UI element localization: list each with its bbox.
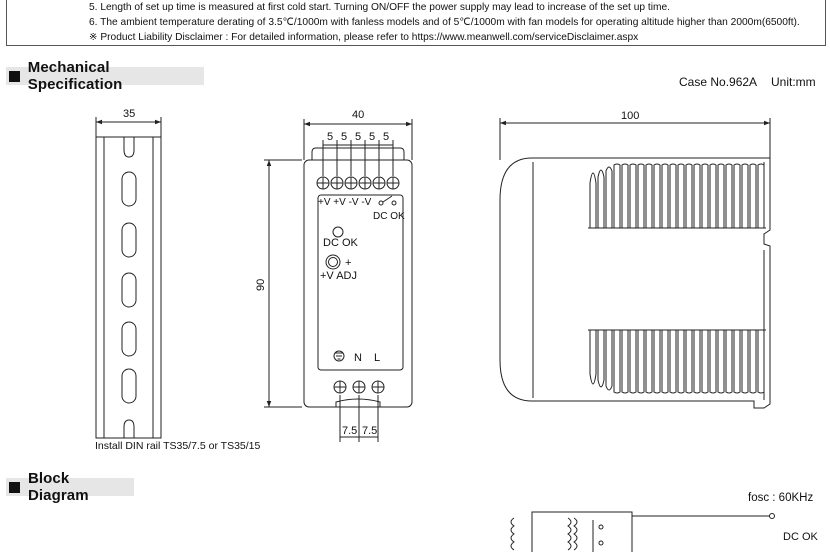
fosc-label: fosc : 60KHz [748, 492, 814, 504]
front-view-drawing [264, 119, 413, 442]
square-bullet-icon [9, 70, 20, 82]
note-5: 5. Length of set up time is measured at … [89, 2, 670, 13]
adj-sign: + [345, 257, 351, 269]
block-header: Block Diagram [6, 470, 134, 504]
notes-box: 5. Length of set up time is measured at … [6, 0, 826, 46]
bottom-pitch-label: 7.5 [362, 425, 377, 437]
square-bullet-icon [9, 481, 20, 493]
adj-label: +V ADJ [320, 270, 357, 282]
side-width-label: 100 [621, 110, 639, 122]
dcok-contact-label: DC OK [373, 211, 405, 222]
din-width-label: 35 [123, 108, 135, 120]
dcok-led-label: DC OK [323, 237, 359, 249]
pitch-label: 5 [355, 131, 361, 143]
front-width-label: 40 [352, 109, 364, 121]
din-rail-drawing [95, 117, 162, 439]
pitch-label: 5 [341, 131, 347, 143]
terminal-labels: +V +V -V -V [318, 197, 372, 208]
din-rail-caption: Install DIN rail TS35/7.5 or TS35/15 [95, 440, 261, 452]
mechanical-title: Mechanical Specification [27, 59, 123, 93]
side-view-drawing [499, 118, 771, 409]
unit-label: Unit:mm [771, 75, 816, 89]
block-title: Block Diagram [27, 470, 89, 504]
pitch-label: 5 [369, 131, 375, 143]
mechanical-header: Mechanical Specification [6, 59, 204, 93]
dcok-block-label: DC OK [783, 531, 818, 543]
note-6: 6. The ambient temperature derating of 3… [89, 17, 800, 28]
pitch-label: 5 [383, 131, 389, 143]
height-label: 90 [255, 279, 267, 291]
bottom-pitch-label: 7.5 [342, 425, 357, 437]
pitch-label: 5 [327, 131, 333, 143]
case-number: Case No.962A [679, 75, 758, 89]
block-diagram-drawing [510, 511, 775, 552]
disclaimer: ※ Product Liability Disclaimer : For det… [89, 32, 639, 43]
terminal-l-label: L [374, 352, 380, 364]
terminal-n-label: N [354, 352, 362, 364]
